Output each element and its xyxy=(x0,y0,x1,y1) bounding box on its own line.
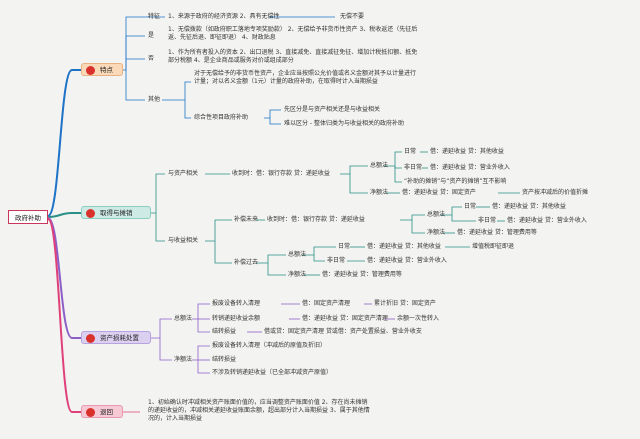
asset-receipt-entry: 收到时：借：银行存款 贷：递延收益 xyxy=(232,170,330,177)
asset-net-note: 资产按冲减后的价值折摊 xyxy=(522,189,589,196)
feature-detail: 1、来源于政府的经济资源 2、具有无偿性 xyxy=(168,13,280,20)
disposal-gross-step2-entry: 借：递延收益 贷：固定资产清理 xyxy=(302,315,388,322)
future-gross-nondaily-entry: 借：递延收益 贷：营业外收入 xyxy=(507,217,587,224)
asset-gross-note: “补助的摊销”与“资产的摊销”互不影响 xyxy=(404,178,507,185)
topic-is[interactable]: 是 xyxy=(148,32,155,39)
asset-gross-daily: 日常 xyxy=(404,148,417,155)
branch-label: 特点 xyxy=(100,66,113,74)
disposal-gross-step1-entry: 借：固定资产清理 xyxy=(302,300,351,307)
future-gross-method[interactable]: 总额法 xyxy=(427,211,446,218)
branch-label: 取得与摊销 xyxy=(100,209,133,217)
topic-compensate-past[interactable]: 补偿过去 xyxy=(234,259,259,266)
future-gross-daily: 日常 xyxy=(464,203,477,210)
future-receipt-entry: 收到时：借：银行存款 贷：递延收益 xyxy=(267,216,365,223)
topic-asset-related[interactable]: 与资产相关 xyxy=(168,170,199,177)
red-dot-icon xyxy=(86,408,95,417)
topic-compensate-future[interactable]: 补偿未来 xyxy=(234,216,259,223)
past-gross-daily: 日常 xyxy=(338,243,351,250)
root-branch-2-line xyxy=(47,212,150,218)
branch-label: 资产损耗处置 xyxy=(100,334,139,342)
asset-gross-nondaily-entry: 借：递延收益 贷：营业外收入 xyxy=(430,164,510,171)
disposal-gross-step3-entry: 借或贷：固定资产清理 贷或借：资产处置损益、营业外收支 xyxy=(264,328,422,335)
disposal-net-step2: 结转损益 xyxy=(212,356,237,363)
branch-node-acquire-amortize[interactable]: 取得与摊销 xyxy=(81,206,151,219)
branch-node-features[interactable]: 特点 xyxy=(81,63,123,76)
disposal-net-method[interactable]: 净额法 xyxy=(174,356,193,363)
asset-gross-daily-entry: 借：递延收益 贷：其他收益 xyxy=(430,148,504,155)
future-gross-daily-entry: 借：递延收益 贷：其他收益 xyxy=(492,203,566,210)
past-net-method[interactable]: 净额法 xyxy=(288,271,307,278)
red-dot-icon xyxy=(86,209,95,218)
is-detail: 1、无偿拨款（如政府职工落地专项奖励款） 2、无偿给予非货币性资产 3、税收返还… xyxy=(168,26,418,41)
topic-income-related[interactable]: 与收益相关 xyxy=(168,237,199,244)
branch-node-refund[interactable]: 退回 xyxy=(81,405,123,418)
past-net-entry: 借：递延收益 贷：管理费用等 xyxy=(322,271,402,278)
disposal-net-step1: 报废设备转入清理（冲减后的原值及折旧） xyxy=(212,342,327,349)
root-node[interactable]: 政府补助 xyxy=(8,210,48,224)
future-net-entry: 借：递延收益 贷：管理费用等 xyxy=(457,229,537,236)
branch-label: 退回 xyxy=(100,408,113,416)
feature-note: 无偿不要 xyxy=(340,13,365,20)
past-gross-daily-note: 增值税即征即退 xyxy=(472,243,515,250)
disposal-gross-method[interactable]: 总额法 xyxy=(174,315,193,322)
future-gross-nondaily: 非日常 xyxy=(478,217,497,224)
refund-detail: 1、初始确认时冲减相关资产账面价值的，应当调整资产账面价值 2、存在尚未摊销的递… xyxy=(148,399,370,422)
past-gross-daily-entry: 借：递延收益 贷：其他收益 xyxy=(367,243,441,250)
asset-net-entry: 借：递延收益 贷：固定资产 xyxy=(402,189,476,196)
red-dot-icon xyxy=(86,334,95,343)
asset-gross-method[interactable]: 总额法 xyxy=(370,162,389,169)
future-net-method[interactable]: 净额法 xyxy=(427,229,446,236)
past-gross-nondaily-entry: 借：递延收益 贷：营业外收入 xyxy=(367,257,447,264)
disposal-gross-step1: 报废设备转入清理 xyxy=(212,300,261,307)
root-branch-3-line xyxy=(47,217,150,339)
topic-other[interactable]: 其他 xyxy=(148,96,161,103)
past-gross-method[interactable]: 总额法 xyxy=(288,251,307,258)
disposal-gross-step3: 结转损益 xyxy=(212,328,237,335)
comprehensive-step2: 难以区分 - 整体归类为与收益相关的政府补助 xyxy=(284,120,404,127)
root-branch-4-line xyxy=(47,218,122,413)
root-branch-1-line xyxy=(47,69,122,217)
red-dot-icon xyxy=(86,66,95,75)
topic-comprehensive[interactable]: 综合性项目政府补助 xyxy=(194,114,249,121)
comprehensive-step1: 先区分是与资产相关还是与收益相关 xyxy=(284,106,381,113)
topic-is-not[interactable]: 否 xyxy=(148,55,155,62)
branch-node-asset-disposal[interactable]: 资产损耗处置 xyxy=(81,331,151,344)
other-nonmonetary: 对于无偿给予的非货币性资产，企业应当按照公允价值或名义金额对其予以计量进行计量；… xyxy=(194,70,417,85)
past-gross-nondaily: 非日常 xyxy=(327,257,346,264)
is-not-detail: 1、作为所有者投入的资本 2、出口退税 3、直接减免、直接减征免征、增加计税抵扣… xyxy=(168,49,418,64)
disposal-gross-step2: 转销递延收益余额 xyxy=(212,315,261,322)
topic-feature[interactable]: 特征 xyxy=(148,13,161,20)
disposal-gross-step2-note: 余额一次性转入 xyxy=(397,315,440,322)
disposal-net-step3: 不涉及转销递延收益（已全部冲减资产原值） xyxy=(212,369,333,376)
asset-gross-nondaily: 非日常 xyxy=(404,164,423,171)
asset-net-method[interactable]: 净额法 xyxy=(370,189,389,196)
disposal-gross-step1-entry2: 累计折旧 贷：固定资产 xyxy=(374,300,436,307)
